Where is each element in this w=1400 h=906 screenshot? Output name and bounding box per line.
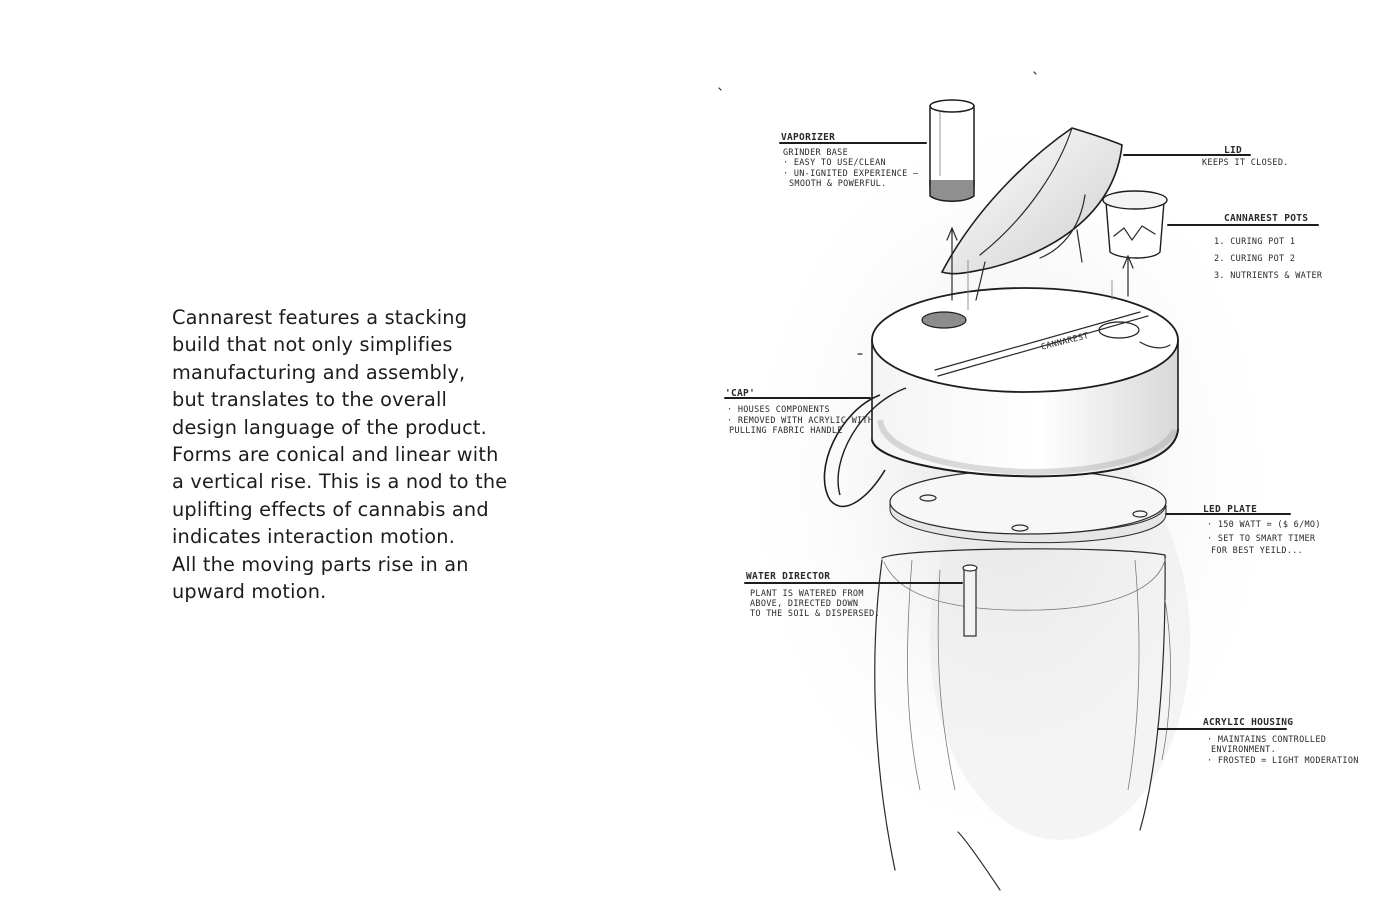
callout-line: · 150 WATT = ($ 6/MO) <box>1207 520 1321 530</box>
lid <box>940 127 1123 301</box>
callout-line: · MAINTAINS CONTROLLED <box>1207 735 1326 745</box>
callout-acrylic-housing: ACRYLIC HOUSING · MAINTAINS CONTROLLED E… <box>1203 717 1359 766</box>
leader-lines <box>718 71 1319 730</box>
description-line: design language of the product. <box>172 415 487 439</box>
callout-line: · EASY TO USE/CLEAN <box>783 158 886 168</box>
callout-line: ABOVE, DIRECTED DOWN <box>750 599 858 609</box>
callout-line: · FROSTED = LIGHT MODERATION <box>1207 756 1359 766</box>
callout-cap: 'CAP' · HOUSES COMPONENTS · REMOVED WITH… <box>725 388 873 436</box>
description-line: upward motion. <box>172 580 327 604</box>
description-line: indicates interaction motion. <box>172 525 456 549</box>
callout-title: 'CAP' <box>725 388 755 399</box>
callout-line: SMOOTH & POWERFUL. <box>789 179 887 189</box>
callout-line: TO THE SOIL & DISPERSED. <box>750 609 880 619</box>
callout-water-director: WATER DIRECTOR PLANT IS WATERED FROM ABO… <box>746 571 880 619</box>
water-director <box>962 564 978 637</box>
description-line: manufacturing and assembly, <box>172 360 466 384</box>
description-paragraph: Cannarest features a stacking build that… <box>172 304 562 605</box>
callout-line: · HOUSES COMPONENTS <box>727 405 830 415</box>
callout-line: FOR BEST YEILD... <box>1211 546 1303 556</box>
cap: CANNAREST <box>823 287 1179 507</box>
callout-cannarest-pots: CANNAREST POTS 1. CURING POT 1 2. CURING… <box>1214 213 1323 281</box>
callout-lid: LID KEEPS IT CLOSED. <box>1202 145 1289 168</box>
description-line: uplifting effects of cannabis and <box>172 497 489 521</box>
callout-line: PULLING FABRIC HANDLE <box>729 426 843 436</box>
callout-line: · SET TO SMART TIMER <box>1207 534 1316 544</box>
callout-line: PLANT IS WATERED FROM <box>750 589 864 599</box>
callout-line: GRINDER BASE <box>783 148 848 158</box>
callout-title: WATER DIRECTOR <box>746 571 830 582</box>
callout-line: 1. CURING POT 1 <box>1214 237 1295 247</box>
callout-title: ACRYLIC HOUSING <box>1203 717 1293 728</box>
vaporizer <box>929 99 975 202</box>
callout-line: KEEPS IT CLOSED. <box>1202 158 1289 168</box>
callout-led-plate: LED PLATE · 150 WATT = ($ 6/MO) · SET TO… <box>1203 504 1321 556</box>
motion-arrows <box>946 226 1134 310</box>
acrylic-housing <box>874 548 1171 891</box>
callout-title: LED PLATE <box>1203 504 1257 515</box>
callout-line: · REMOVED WITH ACRYLIC WITH <box>727 416 873 426</box>
description-line: All the moving parts rise in an <box>172 552 469 576</box>
callout-line: ENVIRONMENT. <box>1211 745 1276 755</box>
callout-line: 3. NUTRIENTS & WATER <box>1214 271 1323 281</box>
description-line: Forms are conical and linear with <box>172 443 499 467</box>
callout-title: LID <box>1224 145 1242 156</box>
description-line: a vertical rise. This is a nod to the <box>172 470 508 494</box>
callout-vaporizer: VAPORIZER GRINDER BASE · EASY TO USE/CLE… <box>781 132 919 189</box>
callout-title: CANNAREST POTS <box>1224 213 1308 224</box>
callout-title: VAPORIZER <box>781 132 835 143</box>
cannarest-pot <box>1102 190 1168 259</box>
description-line: Cannarest features a stacking <box>172 306 468 329</box>
description-line: but translates to the overall <box>172 388 448 412</box>
description-line: build that not only simplifies <box>172 333 453 357</box>
callout-line: · UN-IGNITED EXPERIENCE — <box>783 169 919 179</box>
callout-line: 2. CURING POT 2 <box>1214 254 1295 264</box>
led-plate <box>889 469 1167 544</box>
